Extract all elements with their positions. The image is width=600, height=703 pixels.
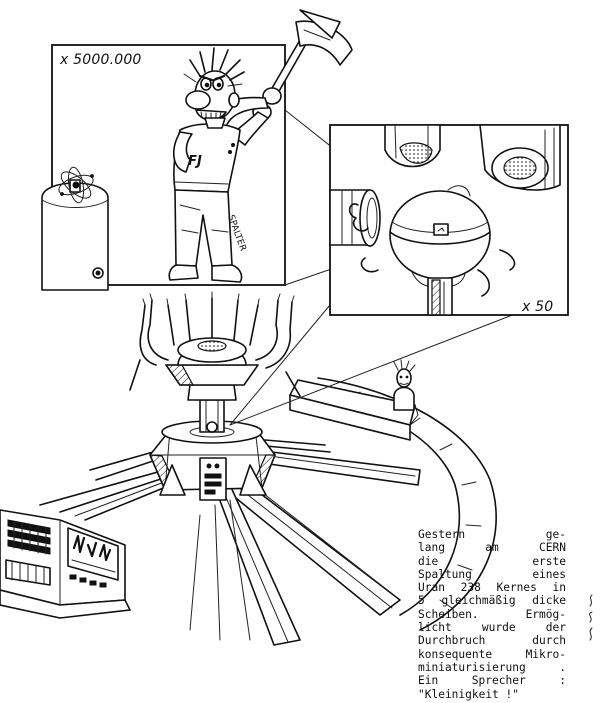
artist-scribble <box>589 594 593 641</box>
caption-line: Scheiben. Ermög- <box>418 607 566 621</box>
gas-cylinder <box>41 179 109 291</box>
splitter-man: VFJ SPALTER <box>168 9 353 283</box>
caption-line: miniaturisierung . <box>418 660 566 674</box>
cartoon-caption: Gestern ge- lang am CERN die erste Spalt… <box>418 528 566 701</box>
ring-walkway <box>289 379 419 441</box>
caption-line: Ein Sprecher : <box>418 674 566 688</box>
caption-line: Uran 238 Kernes in <box>418 581 566 595</box>
caption-line: lang am CERN <box>418 541 566 555</box>
console-display <box>67 527 119 588</box>
caption-line: die erste <box>418 554 566 568</box>
caption-line: Durchbruch durch <box>418 634 566 648</box>
caption-line: konsequente Mikro- <box>418 647 566 661</box>
caption-line: "Kleinigkeit !" <box>418 687 520 701</box>
caption-line: licht wurde der <box>418 621 566 635</box>
caption-line: Gestern ge- <box>418 528 566 541</box>
control-console <box>0 509 131 619</box>
magnification-label-large: x 5000.000 <box>60 52 142 68</box>
caption-line: 5 gleichmäßig dicke <box>418 594 566 608</box>
magnification-label-small: x 50 <box>522 299 554 315</box>
spectator-figure <box>393 359 416 411</box>
caption-line: Spaltung eines <box>418 567 566 581</box>
central-collider-machine <box>129 291 301 501</box>
console-keypad <box>5 519 51 586</box>
zoom-frame-x50 <box>329 124 569 316</box>
atom-icon <box>58 166 94 204</box>
